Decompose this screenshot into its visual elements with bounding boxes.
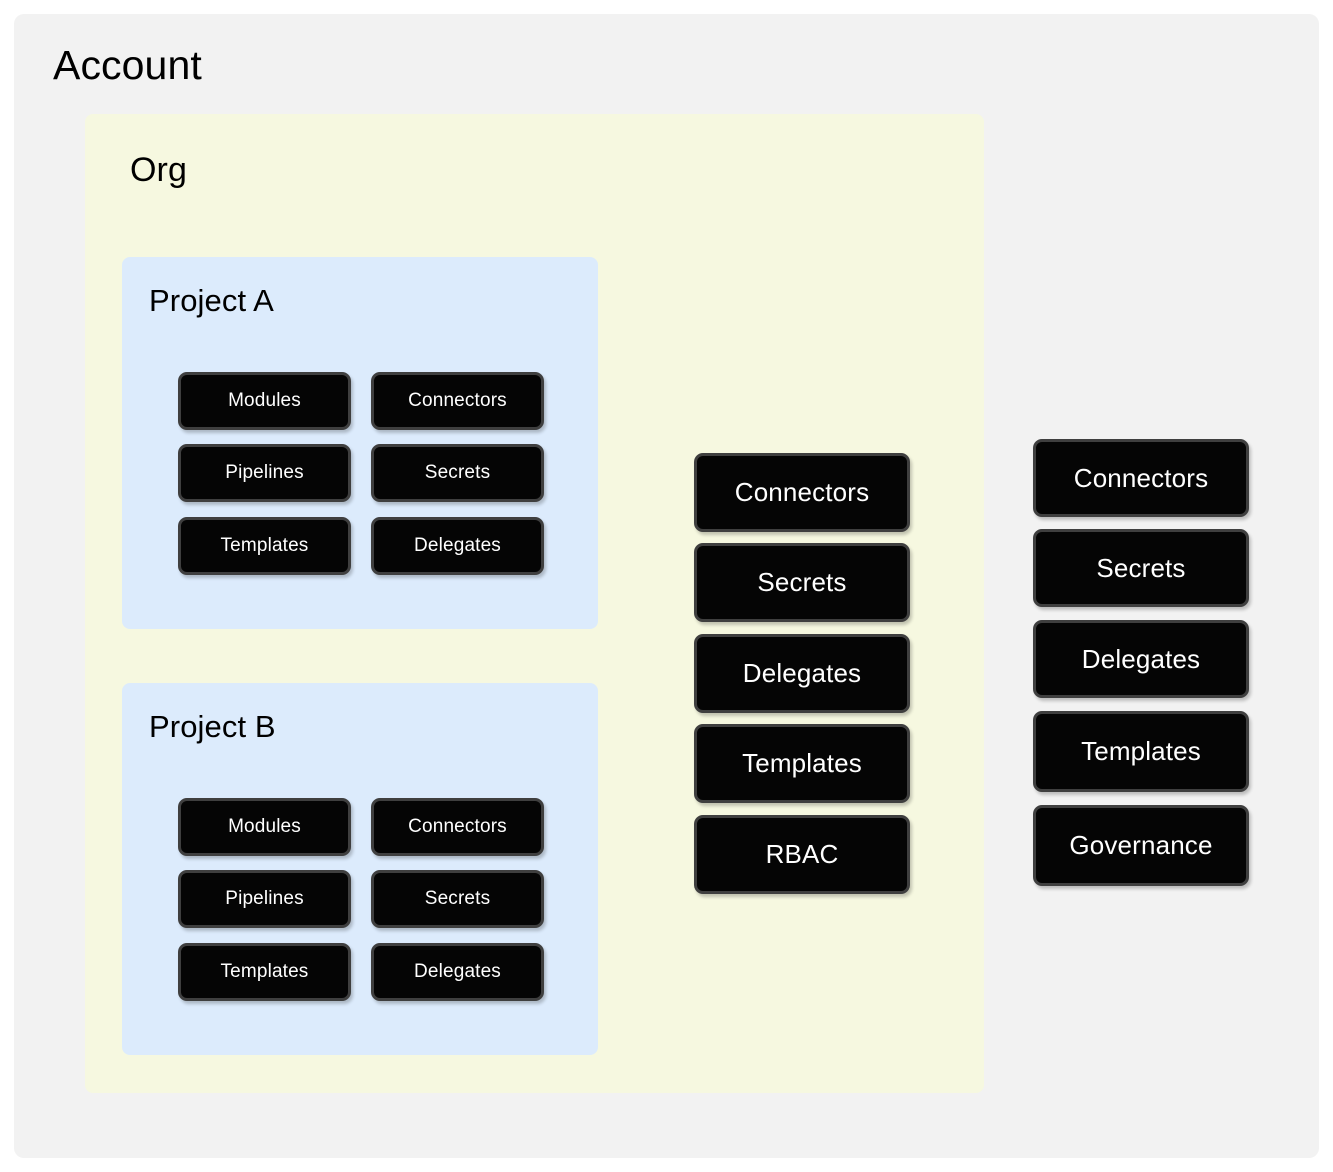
project-b-title: Project B <box>149 709 276 744</box>
account-card-governance[interactable]: Governance <box>1033 805 1249 886</box>
card-label: Connectors <box>1073 462 1209 493</box>
account-card-templates[interactable]: Templates <box>1033 711 1249 792</box>
card-label: Templates <box>220 961 309 982</box>
project-a-card-delegates[interactable]: Delegates <box>371 517 544 575</box>
project-a-card-secrets[interactable]: Secrets <box>371 444 544 502</box>
project-a-card-templates[interactable]: Templates <box>178 517 351 575</box>
card-label: RBAC <box>765 839 839 869</box>
project-b-card-pipelines[interactable]: Pipelines <box>178 870 351 928</box>
card-label: Templates <box>220 535 309 556</box>
card-label: Pipelines <box>225 888 304 909</box>
org-card-secrets[interactable]: Secrets <box>694 543 910 622</box>
project-a-panel: Project A Modules Pipelines Templates Co… <box>122 257 598 629</box>
project-b-card-delegates[interactable]: Delegates <box>371 943 544 1001</box>
account-card-delegates[interactable]: Delegates <box>1033 620 1249 698</box>
card-label: Templates <box>742 748 862 778</box>
account-card-secrets[interactable]: Secrets <box>1033 529 1249 607</box>
card-label: Delegates <box>742 658 862 688</box>
card-label: Secrets <box>424 462 491 483</box>
account-scope-title: Account <box>53 42 202 88</box>
project-a-title: Project A <box>149 283 274 318</box>
project-a-card-modules[interactable]: Modules <box>178 372 351 430</box>
card-label: Pipelines <box>225 462 304 483</box>
org-card-connectors[interactable]: Connectors <box>694 453 910 532</box>
card-label: Connectors <box>408 816 507 837</box>
card-label: Secrets <box>1096 552 1186 583</box>
card-label: Modules <box>228 816 301 837</box>
org-card-templates[interactable]: Templates <box>694 724 910 803</box>
card-label: Connectors <box>408 390 507 411</box>
project-b-card-connectors[interactable]: Connectors <box>371 798 544 856</box>
card-label: Templates <box>1081 736 1201 766</box>
card-label: Secrets <box>424 888 491 909</box>
project-b-card-modules[interactable]: Modules <box>178 798 351 856</box>
project-a-card-connectors[interactable]: Connectors <box>371 372 544 430</box>
org-scope-title: Org <box>130 151 187 189</box>
card-label: Governance <box>1069 830 1213 860</box>
project-b-panel: Project B Modules Pipelines Templates Co… <box>122 683 598 1055</box>
org-scope-panel: Org Project A Modules Pipelines Template… <box>85 114 984 1093</box>
card-label: Connectors <box>734 477 870 507</box>
card-label: Secrets <box>757 567 847 597</box>
org-card-delegates[interactable]: Delegates <box>694 634 910 713</box>
diagram-canvas: Account Org Project A Modules Pipelines … <box>14 14 1319 1158</box>
card-label: Delegates <box>414 961 501 982</box>
project-b-card-templates[interactable]: Templates <box>178 943 351 1001</box>
account-card-connectors[interactable]: Connectors <box>1033 439 1249 517</box>
card-label: Delegates <box>414 535 501 556</box>
project-a-card-pipelines[interactable]: Pipelines <box>178 444 351 502</box>
card-label: Modules <box>228 390 301 411</box>
org-card-rbac[interactable]: RBAC <box>694 815 910 894</box>
project-b-card-secrets[interactable]: Secrets <box>371 870 544 928</box>
card-label: Delegates <box>1081 643 1201 674</box>
